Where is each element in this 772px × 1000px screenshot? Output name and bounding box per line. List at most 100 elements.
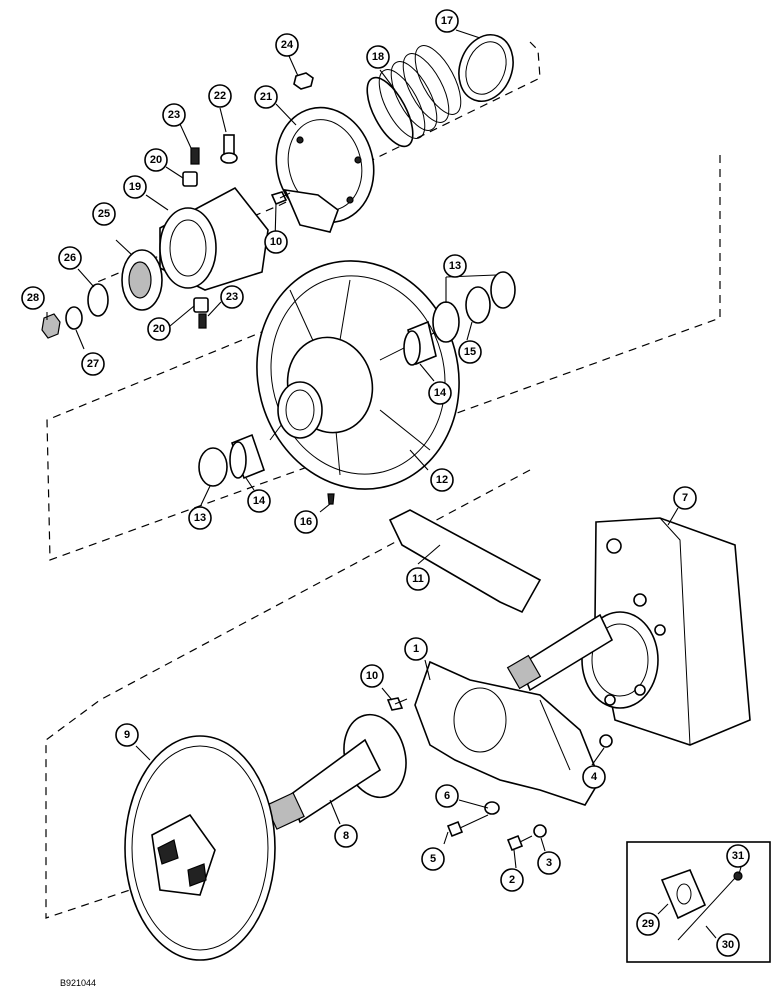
washer-small-part [599,734,613,748]
coil-spring-part [366,45,462,148]
svg-text:14: 14 [253,495,266,507]
lock-nut-part [41,313,61,339]
callout-23-lower: 23 [220,285,244,309]
gearbox-part [506,517,751,746]
washer-part [65,306,83,330]
key-part [388,509,542,614]
sleeve-lower-part [193,297,209,313]
callout-13-left: 13 [188,506,212,530]
callout-5: 5 [421,847,445,871]
callout-25: 25 [92,202,116,226]
callout-11: 11 [406,567,430,591]
bushing-left-part [229,433,266,480]
callout-20-lower: 20 [147,317,171,341]
callout-16: 16 [294,510,318,534]
svg-text:21: 21 [260,91,272,103]
nut-part [293,72,314,90]
svg-text:11: 11 [412,573,424,585]
callout-8: 8 [334,824,358,848]
callout-23-upper: 23 [162,103,186,127]
svg-text:30: 30 [722,939,734,951]
callout-1: 1 [404,637,428,661]
callout-15: 15 [458,340,482,364]
callout-22: 22 [208,84,232,108]
callout-26: 26 [58,246,82,270]
alignment-outline-middle [46,155,721,561]
svg-text:7: 7 [682,492,688,504]
callout-27: 27 [81,352,105,376]
callout-4: 4 [582,765,606,789]
bearing-part [121,249,163,311]
callout-13-right: 13 [443,254,467,278]
washer-flat-part [484,801,500,815]
svg-text:4: 4 [591,771,598,783]
grease-fitting-part [327,493,335,505]
svg-text:14: 14 [434,387,447,399]
svg-text:19: 19 [129,181,141,193]
svg-text:20: 20 [153,323,165,335]
callout-10-upper: 10 [264,230,288,254]
alignment-outline-lower [45,469,531,919]
sleeve-upper-part [182,171,198,187]
svg-text:9: 9 [124,729,130,741]
bearing-cone-right-part [432,301,460,343]
callout-10-lower: 10 [360,664,384,688]
svg-text:15: 15 [464,346,476,358]
svg-text:29: 29 [642,918,654,930]
callout-17: 17 [435,9,459,33]
callout-9: 9 [115,723,139,747]
svg-text:23: 23 [168,109,180,121]
callout-28: 28 [21,286,45,310]
set-screw-upper-part [190,147,200,165]
svg-text:8: 8 [343,830,349,842]
set-screw-lower-part [198,313,207,329]
callout-3: 3 [537,851,561,875]
svg-text:22: 22 [214,90,226,102]
callout-6: 6 [435,784,459,808]
svg-text:17: 17 [441,15,453,27]
callout-31: 31 [726,844,750,868]
shim-part [465,286,491,324]
drive-pulley-part [124,735,276,961]
svg-text:31: 31 [732,850,744,862]
svg-text:3: 3 [546,857,552,869]
svg-text:12: 12 [436,474,448,486]
svg-text:18: 18 [372,51,384,63]
svg-text:16: 16 [300,516,312,528]
callout-2: 2 [500,868,524,892]
lock-washer-part [533,824,547,838]
callout-14-right: 14 [428,381,452,405]
bolt-part [220,134,238,164]
bushing-right-part [403,320,437,366]
svg-text:26: 26 [64,252,76,264]
svg-text:1: 1 [413,643,419,655]
callout-14-left: 14 [247,489,271,513]
callout-29: 29 [636,912,660,936]
bearing-cup-right-part [490,271,516,309]
svg-text:10: 10 [366,670,378,682]
callout-7: 7 [673,486,697,510]
bolt-short-part [506,834,533,852]
clutch-housing-part [159,186,269,291]
svg-text:6: 6 [444,790,450,802]
callout-18: 18 [366,45,390,69]
callout-21: 21 [254,85,278,109]
figure-id: B921044 [60,978,97,988]
svg-text:28: 28 [27,292,39,304]
driven-pulley-part [256,260,460,490]
callout-19: 19 [123,175,147,199]
svg-text:25: 25 [98,208,110,220]
callout-20-upper: 20 [144,148,168,172]
drive-shaft-part [265,713,407,830]
cap-screw-upper-part [270,191,291,206]
mounting-bracket-part [414,660,601,806]
svg-text:5: 5 [430,853,436,865]
svg-text:10: 10 [270,236,282,248]
cap-screw-lower-part [386,697,408,711]
svg-text:24: 24 [281,39,294,51]
callout-24: 24 [275,33,299,57]
bearing-cup-left-part [198,447,228,487]
svg-text:20: 20 [150,154,162,166]
svg-text:13: 13 [449,260,461,272]
